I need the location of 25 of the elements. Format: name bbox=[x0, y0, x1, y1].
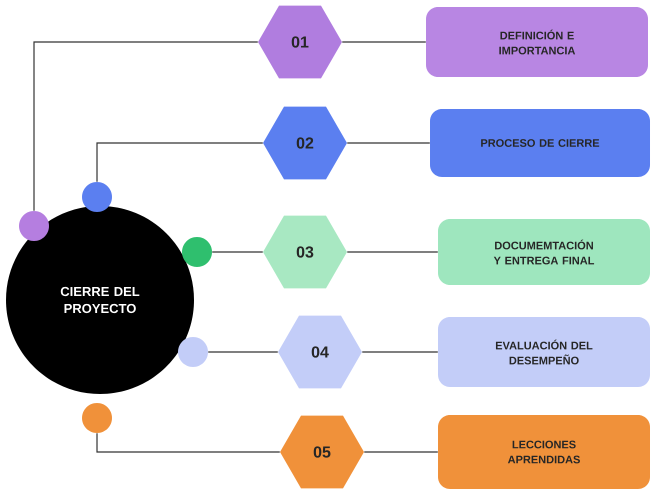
topic-box: DEFINICIÓN E IMPORTANCIA bbox=[426, 7, 648, 77]
connector-dot bbox=[182, 237, 212, 267]
topic-box: LECCIONES APRENDIDAS bbox=[438, 415, 650, 489]
connector-line bbox=[364, 451, 438, 453]
connector-line bbox=[212, 251, 263, 253]
connector-line bbox=[96, 433, 280, 453]
connector-dot bbox=[82, 403, 112, 433]
number-hexagon: 05 bbox=[280, 416, 364, 488]
connector-line bbox=[362, 351, 438, 353]
connector-dot bbox=[178, 337, 208, 367]
number-hexagon: 01 bbox=[258, 6, 342, 78]
topic-box: PROCESO DE CIERRE bbox=[430, 109, 650, 177]
number-hexagon: 02 bbox=[263, 106, 347, 180]
connector-line bbox=[96, 142, 263, 182]
number-hexagon: 04 bbox=[278, 316, 362, 388]
connector-line bbox=[347, 251, 438, 253]
connector-line bbox=[33, 41, 258, 211]
connector-line bbox=[347, 142, 430, 144]
number-hexagon: 03 bbox=[263, 216, 347, 288]
connector-dot bbox=[19, 211, 49, 241]
connector-line bbox=[342, 41, 426, 43]
connector-dot bbox=[82, 182, 112, 212]
topic-box: DOCUMEMTACIÓN Y ENTREGA FINAL bbox=[438, 219, 650, 285]
connector-line bbox=[208, 351, 278, 353]
topic-box: EVALUACIÓN DEL DESEMPEÑO bbox=[438, 317, 650, 387]
